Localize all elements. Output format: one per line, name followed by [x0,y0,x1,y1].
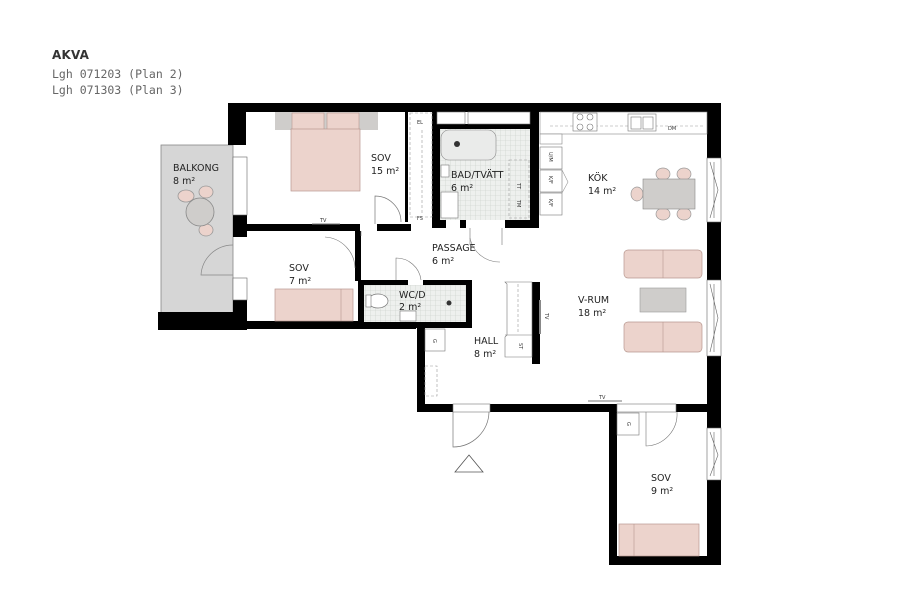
room-name-passage: PASSAGE [432,243,476,254]
label-kf-1: K/F [547,176,553,184]
single-bed-sov9-icon [618,523,700,557]
unit-line-1: Lgh 071203 (Plan 2) [52,67,184,81]
room-name-vrum: V-RUM [578,295,609,306]
room-area-sov9: 9 m² [651,486,673,497]
room-name-sov-small: SOV [289,263,309,274]
room-name-kok: KÖK [588,173,608,184]
label-kf-2: K/F [547,199,553,207]
windows [232,156,722,481]
label-tm: TM [515,199,521,207]
wc [364,285,466,322]
project-name: AKVA [52,48,90,62]
label-fs: FS [417,216,423,222]
kitchen-sink-icon [627,113,657,132]
sofa-bottom-icon [623,321,703,353]
balcony-table-icon [177,185,215,237]
room-name-bad-tvatt: BAD/TVÄTT [451,170,504,181]
sofa-top-icon [623,249,703,279]
door-wc [395,257,422,281]
sov-9: G [616,403,700,557]
door-bathroom [469,228,503,245]
label-tv-vrum: TV [598,395,606,401]
room-area-hall: 8 m² [474,349,496,360]
door-sov-small [324,231,362,269]
label-tv-hall: TV [543,312,549,320]
washing-machine-icon [440,191,459,219]
label-g-sov9: G [625,422,631,426]
room-area-passage: 6 m² [432,256,454,267]
stove-icon [572,112,598,132]
single-bed-icon [274,288,354,322]
double-bed-icon [275,112,378,192]
room-area-sov-small: 7 m² [289,276,311,287]
walls [228,103,721,565]
label-el: EL [417,120,423,126]
kitchen: DM U/M K/F K/F [539,111,708,221]
living-room: TV [588,249,703,402]
label-g-hall: G [431,339,437,343]
unit-line-2: Lgh 071303 (Plan 3) [52,83,184,97]
bathroom: TT TM [436,111,531,220]
label-st: ST [517,343,523,350]
door-swing-master [374,195,402,224]
room-area-kok: 14 m² [588,186,616,197]
coffee-table-icon [639,287,687,313]
room-area-bad-tvatt: 6 m² [451,183,473,194]
entrance-door[interactable] [452,403,491,448]
label-tv-master: TV [319,218,327,224]
room-name-balkong: BALKONG [173,163,219,174]
bathtub-icon [440,129,497,161]
room-name-sov9: SOV [651,473,671,484]
dining-table-icon [630,167,696,221]
sink-icon [440,164,450,178]
hall-wardrobe: ST TV [504,281,549,358]
title-block: AKVA Lgh 071203 (Plan 2) Lgh 071303 (Pla… [52,48,184,98]
drain-icon [454,141,460,147]
balcony [158,144,236,330]
room-area-wc: 2 m² [399,302,421,313]
room-name-wc: WC/D [399,290,426,301]
room-labels: BALKONG 8 m² SOV 15 m² BAD/TVÄTT 6 m² KÖ… [173,153,673,497]
room-name-sov-master: SOV [371,153,391,164]
wardrobe-master [409,112,433,218]
room-area-vrum: 18 m² [578,308,606,319]
wc-sink-icon [399,310,417,322]
room-name-hall: HALL [474,336,499,347]
label-dm: DM [668,126,676,132]
label-uvm: U/M [547,152,553,162]
label-tt: TT [515,182,521,190]
entrance-arrow-icon [454,454,484,473]
room-area-sov-master: 15 m² [371,166,399,177]
room-area-balkong: 8 m² [173,176,195,187]
